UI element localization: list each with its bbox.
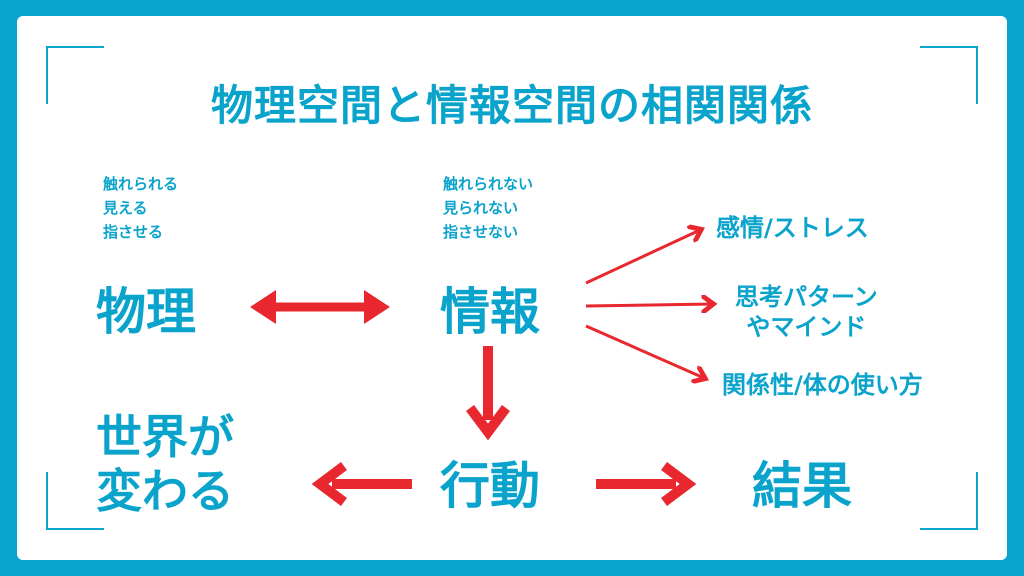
arrow-to-emotion <box>585 230 700 285</box>
information-trait: 指させない <box>443 223 519 241</box>
content-card <box>17 16 1007 560</box>
output-emotion: 感情/ストレス <box>716 213 869 243</box>
information-traits: 触れられない 見られない 指させない <box>443 172 533 244</box>
physical-trait: 見える <box>103 199 148 217</box>
arrow-to-relations <box>585 324 704 378</box>
physical-label: 物理 <box>96 283 196 341</box>
world-change-line: 変わる <box>96 464 234 518</box>
physical-traits: 触れられる 見える 指させる <box>103 172 178 244</box>
double-arrow-physical-information <box>250 290 390 324</box>
arrow-left-to-world-change <box>311 462 412 506</box>
corner-bracket-bottom-right <box>920 472 978 530</box>
result-label: 結果 <box>752 457 852 515</box>
output-line: 感情/ストレス <box>716 214 869 242</box>
arrow-down-to-action <box>466 346 510 441</box>
world-change-label: 世界が 変わる <box>96 410 234 518</box>
diagram-title: 物理空間と情報空間の相関関係 <box>210 81 813 130</box>
information-trait: 触れられない <box>443 175 534 193</box>
output-relations: 関係性/体の使い方 <box>722 370 923 400</box>
world-change-line: 世界が <box>96 410 234 464</box>
output-line: 関係性/体の使い方 <box>722 371 923 399</box>
corner-bracket-top-left <box>46 46 104 104</box>
output-line: 思考パターン <box>735 283 878 311</box>
information-label: 情報 <box>440 283 540 341</box>
arrow-right-to-result <box>596 462 697 506</box>
corner-bracket-bottom-left <box>46 472 104 530</box>
action-label: 行動 <box>440 457 540 515</box>
corner-bracket-top-right <box>920 46 978 104</box>
output-thinking: 思考パターン やマインド <box>735 282 878 342</box>
physical-trait: 指させる <box>103 223 164 241</box>
output-line: やマインド <box>746 313 867 341</box>
arrow-to-thinking <box>585 304 712 306</box>
physical-trait: 触れられる <box>103 175 179 193</box>
information-trait: 見られない <box>443 199 519 217</box>
